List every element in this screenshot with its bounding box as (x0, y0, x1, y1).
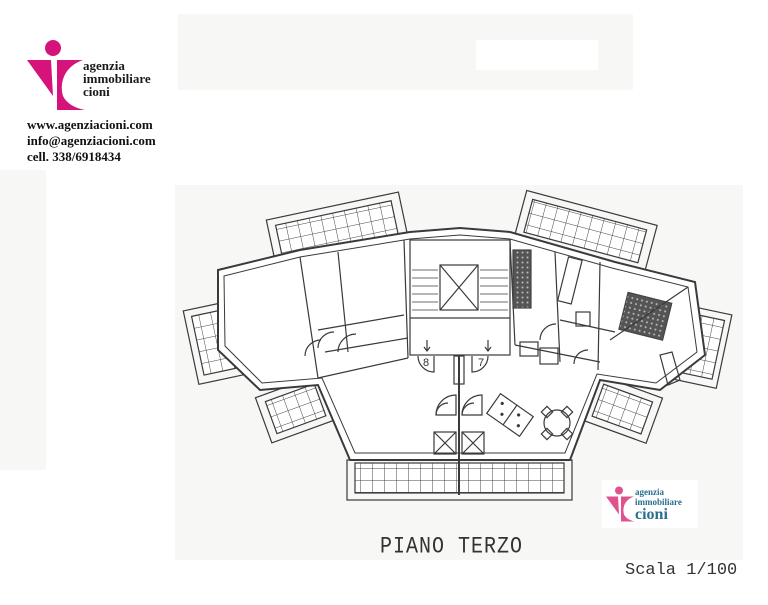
unit-number-8: 8 (423, 357, 429, 369)
agency-i-logo-icon (27, 40, 85, 110)
spiral-stair-left (433, 394, 457, 455)
spiral-stair-right (461, 394, 485, 455)
sofa (485, 392, 535, 438)
contact-block: www.agenziacioni.com info@agenziacioni.c… (27, 117, 156, 165)
floor-title: PIANO TERZO (380, 534, 524, 561)
footer-logo: agenzia immobiliare cioni (602, 480, 698, 528)
scale-label: Scala 1/100 (625, 561, 738, 580)
dining-table (540, 405, 574, 441)
scan-panel-left (0, 170, 46, 470)
header-logo: agenzia immobiliare cioni (25, 38, 175, 118)
agency-i-logo-icon (606, 486, 635, 522)
terrace-bottom (346, 459, 573, 501)
footer-brand-line-3: cioni (635, 506, 668, 523)
brand-line-1: agenzia (83, 58, 125, 73)
footer-brand-line-1: agenzia (635, 487, 664, 497)
phone-number: cell. 338/6918434 (27, 149, 121, 164)
scan-blank-patch (476, 40, 598, 70)
footer-brand-line-2: immobiliare (635, 497, 682, 507)
brand-line-2: immobiliare (83, 71, 151, 86)
stair-core (409, 239, 511, 356)
elevator-shaft (439, 264, 479, 311)
email-link[interactable]: info@agenziacioni.com (27, 133, 156, 148)
unit-number-7: 7 (478, 357, 484, 369)
website-link[interactable]: www.agenziacioni.com (27, 117, 153, 132)
header-logo-text: agenzia immobiliare cioni (83, 59, 151, 98)
brand-line-3: cioni (83, 84, 110, 99)
